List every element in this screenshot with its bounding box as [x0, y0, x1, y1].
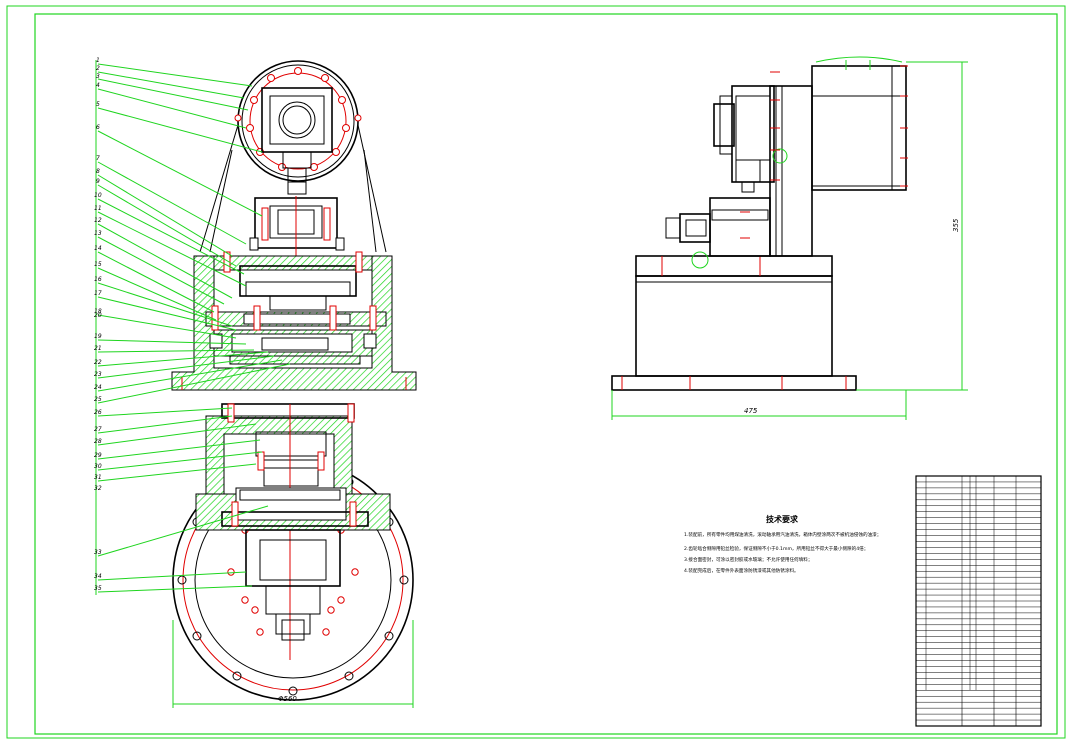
side-view: 475 355: [611, 56, 968, 420]
tech-req-item: 2.齿轮啮合侧隙用铅丝检验，保证侧隙不小于0.1mm，所用铅丝不得大于最小侧隙的…: [684, 545, 868, 552]
balloon-number: 3: [96, 73, 100, 80]
balloon-number: 34: [94, 573, 102, 580]
inner-bolts: [227, 526, 359, 636]
side-centerlines: [621, 256, 847, 390]
balloon-number: 28: [94, 438, 102, 445]
housing-bolts: [249, 207, 345, 251]
width-dimension-label: 475: [744, 407, 758, 415]
front-view-lower: [172, 403, 414, 701]
balloon-labels: 1 2 3 4 5 6 7 8 9 10 11 12 13 14 15 16 1…: [94, 57, 102, 592]
balloon-number: 1: [96, 57, 100, 64]
balloon-number: 15: [94, 261, 102, 268]
balloon-number: 11: [94, 205, 102, 212]
balloon-number: 8: [96, 168, 100, 175]
balloon-number: 17: [94, 290, 102, 297]
balloon-number: 13: [94, 230, 102, 237]
balloon-number: 2: [96, 65, 100, 72]
balloon-number: 31: [94, 474, 102, 481]
balloon-number: 35: [94, 585, 102, 592]
balloon-number: 4: [96, 82, 100, 89]
housing-top-bolts: [209, 251, 377, 349]
balloon-number: 24: [94, 384, 102, 391]
lower-bolts: [227, 403, 357, 527]
balloon-number: 33: [94, 549, 102, 556]
balloon-number: 16: [94, 276, 102, 283]
balloon-number: 27: [94, 426, 102, 433]
tech-req-item: 4.装配完成后，在零件外表面涂防锈漆或其他防锈涂料。: [684, 567, 799, 574]
balloon-number: 26: [94, 409, 102, 416]
balloon-number: 32: [94, 485, 102, 492]
balloon-number: 12: [94, 217, 102, 224]
tech-req-title: 技术要求: [766, 514, 799, 524]
technical-requirements: 技术要求 1.装配前，所有零件均用煤油清洗，滚动轴承用汽油清洗，箱体内壁涂两次不…: [684, 514, 881, 574]
balloon-number: 6: [96, 124, 100, 131]
balloon-number: 30: [94, 463, 102, 470]
motor-bolts: [740, 71, 780, 239]
diameter-dimension-label: Φ560: [278, 695, 297, 703]
balloon-number: 10: [94, 192, 102, 199]
balloon-number: 20: [94, 312, 102, 319]
front-view-upper: [171, 60, 417, 391]
balloon-number: 29: [94, 452, 102, 459]
balloon-number: 21: [94, 345, 102, 352]
balloon-number: 14: [94, 245, 102, 252]
pulley-bolts: [234, 67, 362, 171]
balloon-number: 7: [96, 155, 100, 162]
tech-req-item: 1.装配前，所有零件均用煤油清洗，滚动轴承用汽油清洗，箱体内壁涂两次不被机油侵蚀…: [684, 531, 881, 538]
dimension-diameter: Φ560: [172, 620, 414, 708]
leader-lines: [95, 60, 291, 595]
sheet-border-outer: [6, 5, 1066, 739]
balloon-number: 19: [94, 333, 102, 340]
balloon-number: 25: [94, 396, 102, 403]
sheet-border-inner: [34, 13, 1058, 735]
balloon-number: 22: [94, 359, 102, 366]
box-right-bolts: [900, 65, 908, 187]
balloon-number: 18: [94, 308, 102, 315]
balloon-number: 5: [96, 101, 100, 108]
tech-req-item: 3.接合面密封，可涂以密封胶或水玻璃；不允许使用任何填料；: [684, 556, 812, 563]
balloon-number: 9: [96, 178, 100, 185]
balloon-number: 23: [94, 371, 102, 378]
parts-list-table: [915, 475, 1042, 727]
height-dimension-label: 355: [952, 218, 960, 232]
